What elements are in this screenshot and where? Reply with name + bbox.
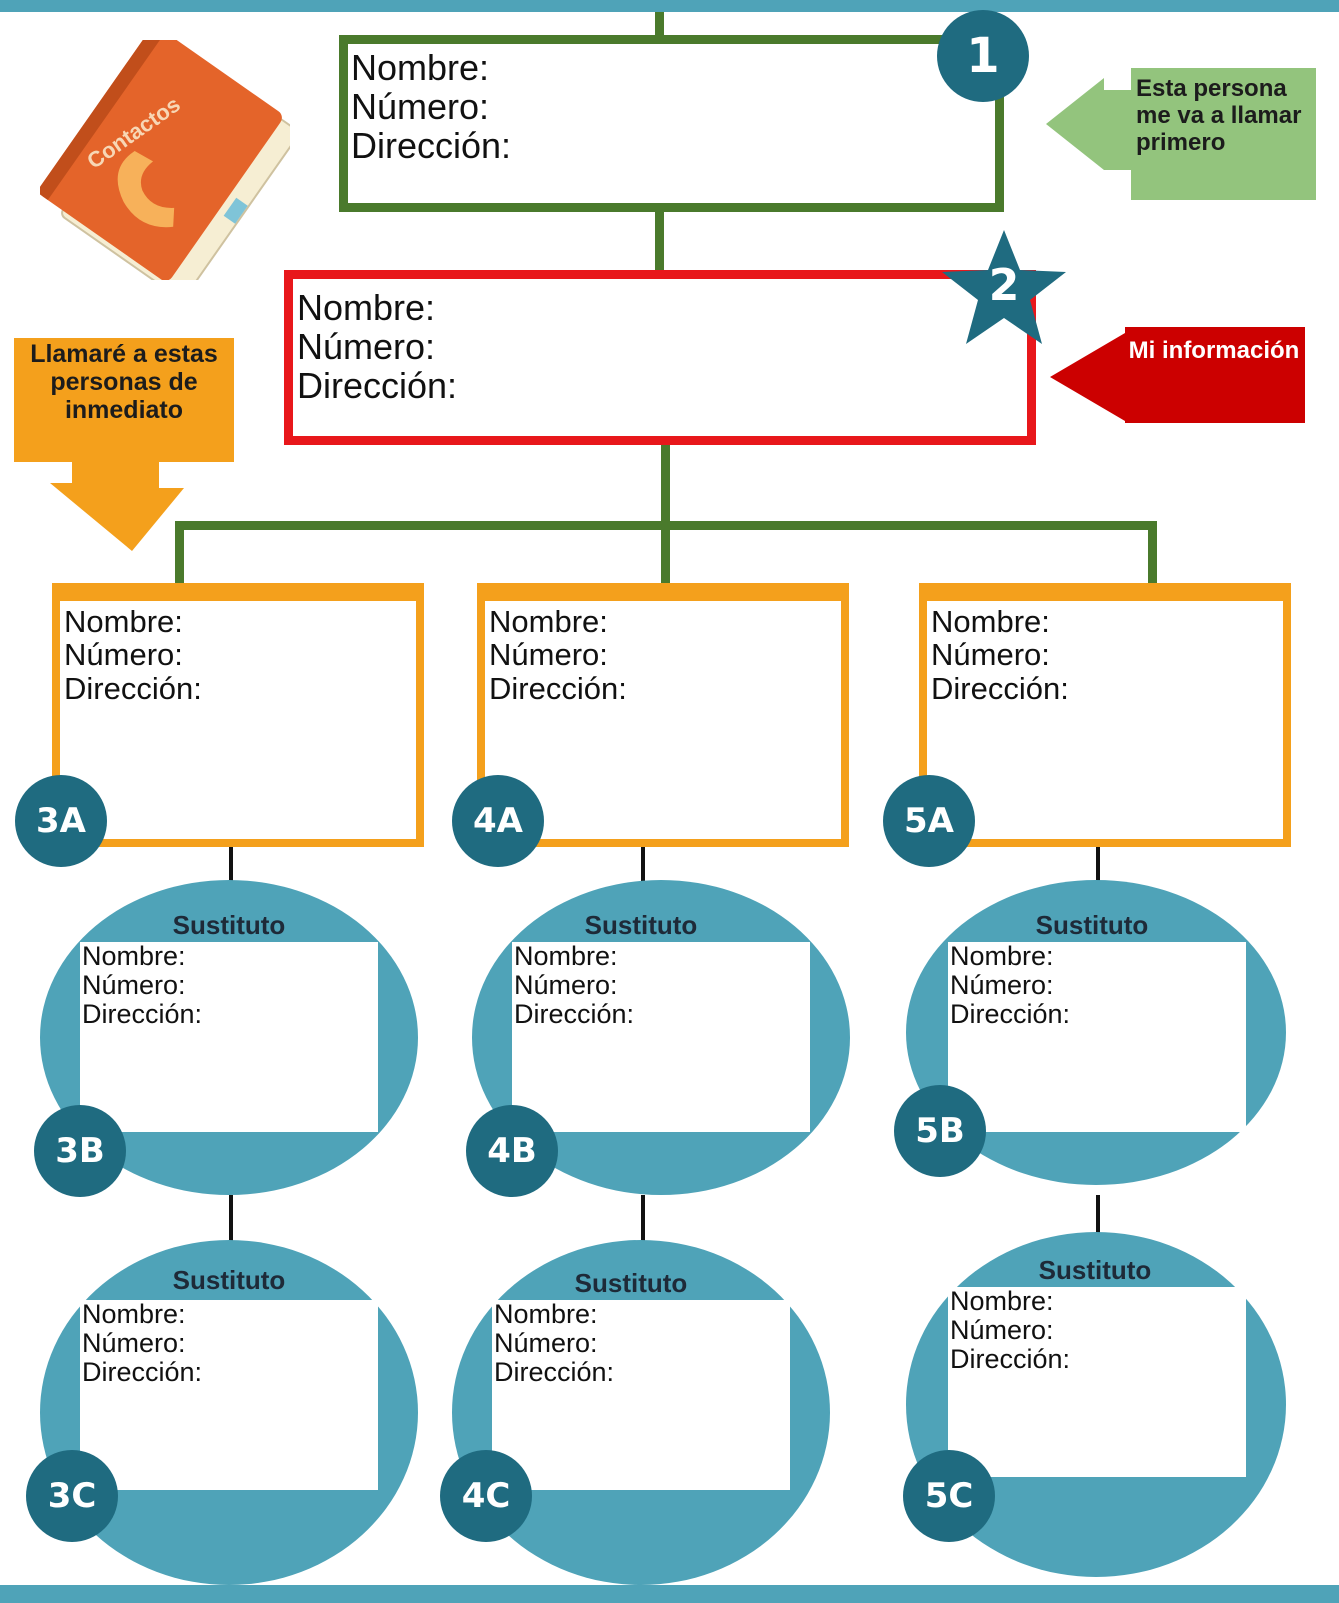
callout-first-call [1046, 68, 1316, 200]
connector-top [655, 12, 664, 40]
badge-2: 2 [940, 228, 1068, 346]
badge-4a: 4A [452, 775, 544, 867]
substitute-box-4c[interactable]: Nombre: Número: Dirección: [492, 1299, 790, 1490]
name-label: Nombre: [494, 1299, 598, 1329]
name-label: Nombre: [950, 1286, 1054, 1316]
badge-5c: 5C [903, 1450, 995, 1542]
number-label: Número: [950, 1315, 1054, 1346]
address-label: Dirección: [950, 999, 1071, 1030]
number-label: Número: [950, 970, 1054, 1001]
connector-2-down [661, 442, 670, 528]
contact-box-3a[interactable]: Nombre: Número: Dirección: [52, 583, 424, 847]
address-label: Dirección: [82, 999, 203, 1030]
badge-2-text: 2 [988, 260, 1020, 311]
contact-fields-5a: Nombre: Número: Dirección: [931, 604, 1069, 706]
badge-5b: 5B [894, 1085, 986, 1177]
contact-box-5a[interactable]: Nombre: Número: Dirección: [919, 583, 1291, 847]
substitute-title-4c: Sustituto [574, 1268, 688, 1298]
name-label: Nombre: [82, 941, 186, 971]
connector-4b-4c [641, 1195, 645, 1245]
callout-my-info-text: Mi información [1128, 337, 1300, 364]
callout-my-info [1050, 325, 1305, 425]
callout-call-immediately [14, 338, 234, 553]
substitute-title-3c: Sustituto [172, 1265, 286, 1295]
arrow-down-orange-icon [14, 338, 234, 551]
substitute-title-4b: Sustituto [584, 910, 698, 940]
address-label: Dirección: [82, 1357, 203, 1388]
address-label: Dirección: [494, 1357, 615, 1388]
substitute-title-3b: Sustituto [172, 910, 286, 940]
callout-first-call-text: Esta persona me va a llamar primero [1136, 75, 1302, 156]
contact-fields-1: Nombre: Número: Dirección: [351, 47, 512, 166]
number-label: Número: [82, 1328, 186, 1359]
substitute-box-3c[interactable]: Nombre: Número: Dirección: [80, 1299, 378, 1490]
substitute-fields-4b: Nombre: Número: Dirección: [514, 941, 635, 1030]
phone-book-icon [36, 24, 299, 300]
contact-fields-2: Nombre: Número: Dirección: [297, 287, 458, 406]
number-label: Número: [494, 1328, 598, 1359]
badge-3c: 3C [26, 1450, 118, 1542]
connector-5a-5b [1096, 845, 1100, 885]
name-label: Nombre: [514, 941, 618, 971]
contact-fields-4a: Nombre: Número: Dirección: [489, 604, 627, 706]
name-label: Nombre: [489, 604, 608, 639]
arrow-left-green-icon [1046, 68, 1316, 200]
substitute-fields-3c: Nombre: Número: Dirección: [82, 1299, 203, 1388]
address-label: Dirección: [514, 999, 635, 1030]
address-label: Dirección: [297, 364, 458, 406]
arrow-left-red-icon [1050, 327, 1305, 423]
number-label: Número: [297, 325, 436, 367]
connector-4a [661, 521, 670, 585]
substitute-box-5b[interactable]: Nombre: Número: Dirección: [948, 941, 1246, 1132]
name-label: Nombre: [64, 604, 183, 639]
contact-box-2-my-info[interactable]: Nombre: Número: Dirección: [284, 270, 1036, 445]
badge-4c: 4C [440, 1450, 532, 1542]
substitute-fields-5c: Nombre: Número: Dirección: [950, 1286, 1071, 1375]
address-label: Dirección: [950, 1344, 1071, 1375]
badge-5a: 5A [883, 775, 975, 867]
badge-3a: 3A [15, 775, 107, 867]
contact-box-1[interactable]: Nombre: Número: Dirección: [339, 35, 1004, 212]
number-label: Número: [489, 637, 608, 673]
badge-4b: 4B [466, 1105, 558, 1197]
bottom-border-bar [0, 1585, 1339, 1603]
number-label: Número: [82, 970, 186, 1001]
connector-5b-5c [1096, 1195, 1100, 1235]
substitute-fields-4c: Nombre: Número: Dirección: [494, 1299, 615, 1388]
number-label: Número: [64, 637, 183, 673]
substitute-fields-5b: Nombre: Número: Dirección: [950, 941, 1071, 1030]
connector-3b-3c [229, 1195, 233, 1245]
address-label: Dirección: [931, 670, 1069, 706]
callout-call-immediately-text: Llamaré a estas personas de inmediato [30, 340, 218, 424]
number-label: Número: [931, 637, 1050, 673]
name-label: Nombre: [931, 604, 1050, 639]
contacts-book: Contactos [36, 24, 299, 300]
substitute-fields-3b: Nombre: Número: Dirección: [82, 941, 203, 1030]
top-border-bar [0, 0, 1339, 12]
badge-1: 1 [937, 10, 1029, 102]
address-label: Dirección: [64, 670, 202, 706]
substitute-box-3b[interactable]: Nombre: Número: Dirección: [80, 941, 378, 1132]
badge-3b: 3B [34, 1105, 126, 1197]
name-label: Nombre: [82, 1299, 186, 1329]
connector-3a [175, 521, 184, 585]
contact-fields-3a: Nombre: Número: Dirección: [64, 604, 202, 706]
address-label: Dirección: [351, 124, 512, 166]
number-label: Número: [351, 85, 490, 127]
substitute-box-4b[interactable]: Nombre: Número: Dirección: [512, 941, 810, 1132]
substitute-title-5b: Sustituto [1035, 910, 1149, 940]
name-label: Nombre: [351, 47, 490, 88]
number-label: Número: [514, 970, 618, 1001]
name-label: Nombre: [950, 941, 1054, 971]
star-icon [942, 230, 1066, 344]
connector-4a-4b [641, 845, 645, 885]
connector-1-2 [655, 210, 664, 272]
connector-3a-3b [229, 845, 233, 885]
address-label: Dirección: [489, 670, 627, 706]
substitute-title-5c: Sustituto [1038, 1255, 1152, 1285]
name-label: Nombre: [297, 287, 436, 328]
connector-5a [1148, 521, 1157, 585]
substitute-box-5c[interactable]: Nombre: Número: Dirección: [948, 1286, 1246, 1477]
